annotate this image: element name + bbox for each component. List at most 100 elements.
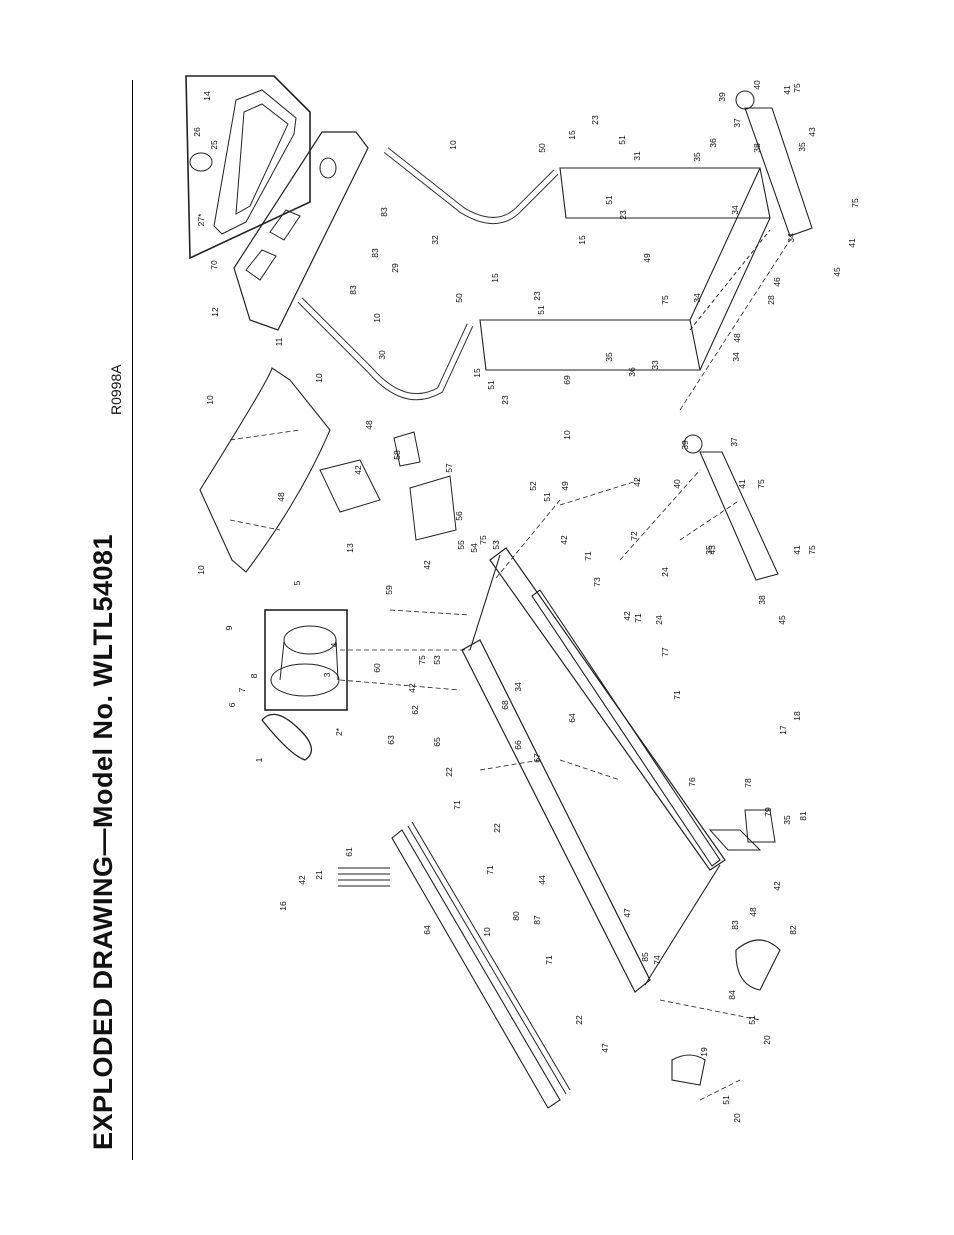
console xyxy=(233,131,369,331)
part-number-label: 71 xyxy=(633,613,643,623)
part-number-label: 70 xyxy=(209,260,219,270)
part-number-label: 50 xyxy=(454,293,464,303)
part-number-label: 15 xyxy=(567,130,577,140)
part-number-label: 35 xyxy=(782,815,792,825)
part-number-label: 66 xyxy=(513,740,523,750)
part-number-label: 34 xyxy=(786,233,796,243)
part-number-label: 27* xyxy=(196,213,206,226)
part-number-label: 77 xyxy=(660,647,670,657)
part-number-label: 10 xyxy=(482,927,492,937)
part-number-label: 40 xyxy=(672,479,682,489)
part-number-label: 37 xyxy=(732,118,742,128)
part-number-label: 75 xyxy=(807,545,817,555)
part-number-label: 56 xyxy=(454,511,464,521)
part-number-label: 72 xyxy=(629,531,639,541)
part-number-label: 44 xyxy=(537,875,547,885)
part-number-label: 22 xyxy=(574,1015,584,1025)
part-number-label: 75 xyxy=(756,479,766,489)
part-number-label: 10 xyxy=(562,430,572,440)
part-number-label: 29 xyxy=(390,263,400,273)
side-rail xyxy=(531,589,721,867)
part-number-label: 23 xyxy=(532,291,542,301)
part-number-label: 8 xyxy=(249,673,259,678)
part-number-label: 35 xyxy=(692,152,702,162)
part-number-label: 54 xyxy=(469,543,479,553)
part-number-label: 42 xyxy=(772,881,782,891)
part-number-label: 10 xyxy=(205,395,215,405)
part-number-label: 15 xyxy=(472,368,482,378)
part-number-label: 41 xyxy=(792,545,802,555)
part-number-label: 12 xyxy=(210,307,220,317)
part-number-label: 23 xyxy=(618,210,628,220)
part-number-label: 45 xyxy=(832,267,842,277)
upright-frame xyxy=(479,319,701,371)
part-number-label: 71 xyxy=(544,955,554,965)
part-number-label: 24 xyxy=(660,567,670,577)
part-number-label: 34 xyxy=(513,682,523,692)
part-number-label: 68 xyxy=(500,700,510,710)
rear-cover xyxy=(735,939,781,991)
part-number-label: 63 xyxy=(386,735,396,745)
part-number-label: 87 xyxy=(532,915,542,925)
part-number-label: 76 xyxy=(687,777,697,787)
part-number-label: 28 xyxy=(766,295,776,305)
part-number-label: 10 xyxy=(196,565,206,575)
part-number-label: 41 xyxy=(847,238,857,248)
part-number-label: 51 xyxy=(617,135,627,145)
part-number-label: 32 xyxy=(430,235,440,245)
part-number-label: 34 xyxy=(731,352,741,362)
part-number-label: 41 xyxy=(782,85,792,95)
part-number-label: 83 xyxy=(379,207,389,217)
part-number-label: 53 xyxy=(432,655,442,665)
part-number-label: 85 xyxy=(640,952,650,962)
part-number-label: 42 xyxy=(297,875,307,885)
part-number-label: 83 xyxy=(730,920,740,930)
part-number-label: 48 xyxy=(364,420,374,430)
part-number-label: 65 xyxy=(432,737,442,747)
part-number-label: 17 xyxy=(778,725,788,735)
part-number-label: 45 xyxy=(777,615,787,625)
part-number-label: 35 xyxy=(604,352,614,362)
part-number-label: 75 xyxy=(850,198,860,208)
part-number-label: 71 xyxy=(583,551,593,561)
controller xyxy=(319,459,381,513)
part-number-label: 1 xyxy=(254,757,264,762)
part-number-label: 15 xyxy=(490,273,500,283)
part-number-label: 42 xyxy=(632,477,642,487)
part-number-label: 57 xyxy=(444,463,454,473)
part-number-label: 36 xyxy=(708,138,718,148)
part-number-label: 51 xyxy=(721,1095,731,1105)
part-number-label: 50 xyxy=(537,143,547,153)
part-number-label: 5 xyxy=(292,580,302,585)
part-number-label: 49 xyxy=(642,253,652,263)
part-number-label: 48 xyxy=(732,333,742,343)
part-number-label: 10 xyxy=(372,313,382,323)
part-number-label: 64 xyxy=(422,925,432,935)
part-number-label: 55 xyxy=(456,540,466,550)
part-number-label: 24 xyxy=(654,615,664,625)
part-number-label: 14 xyxy=(202,91,212,101)
part-number-label: 26 xyxy=(192,127,202,137)
part-number-label: 9 xyxy=(224,625,234,630)
drawing-linework xyxy=(185,75,813,1109)
part-number-label: 22 xyxy=(444,767,454,777)
part-number-label: 59 xyxy=(384,585,394,595)
right-handrail xyxy=(383,147,559,224)
part-number-labels: 12*3456789101010101010101112131415151515… xyxy=(192,80,860,1123)
part-number-label: 62 xyxy=(410,705,420,715)
part-number-label: 48 xyxy=(748,907,758,917)
part-number-label: 35 xyxy=(704,545,714,555)
part-number-label: 33 xyxy=(650,360,660,370)
part-number-label: 51 xyxy=(604,195,614,205)
part-number-label: 80 xyxy=(511,911,521,921)
part-number-label: 39 xyxy=(717,92,727,102)
part-number-label: 78 xyxy=(743,778,753,788)
part-number-label: 64 xyxy=(567,713,577,723)
part-number-label: 36 xyxy=(627,367,637,377)
part-number-label: 22 xyxy=(492,823,502,833)
part-number-label: 69 xyxy=(562,375,572,385)
part-number-label: 51 xyxy=(536,305,546,315)
part-number-label: 75 xyxy=(417,655,427,665)
motor-hood xyxy=(199,367,331,573)
part-number-label: 46 xyxy=(772,277,782,287)
